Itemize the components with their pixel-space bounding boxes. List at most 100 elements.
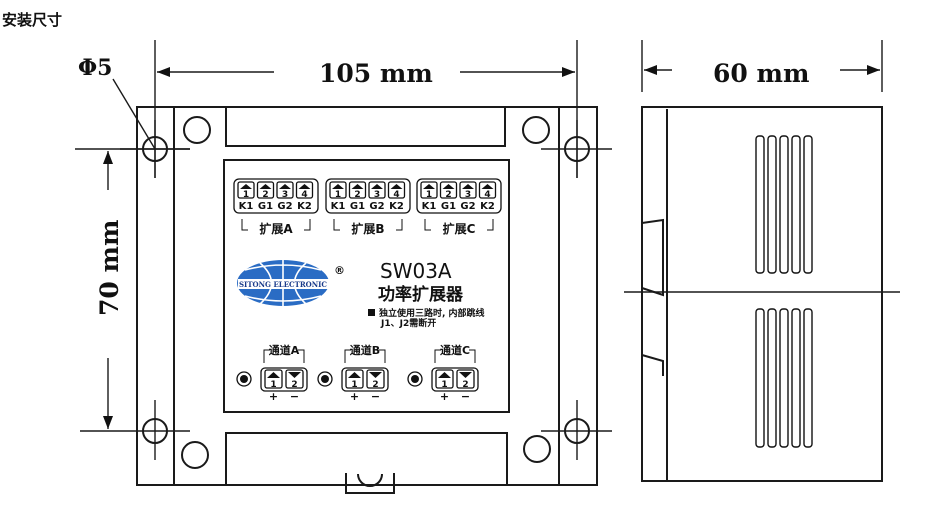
width-dimension: 105 mm xyxy=(319,59,433,88)
pin-name: K2 xyxy=(297,201,312,212)
din-clip-notch xyxy=(357,473,383,487)
vent-slot xyxy=(755,308,765,448)
screw-hole-icon xyxy=(181,441,209,469)
arrow-left-icon xyxy=(157,67,170,77)
terminal-pin xyxy=(387,181,406,199)
label-panel xyxy=(223,159,510,413)
terminal-pin xyxy=(435,369,454,389)
pin-number: 3 xyxy=(465,190,471,200)
side-view: 60 mm xyxy=(624,40,900,482)
terminal-group-label: 扩展A xyxy=(259,221,293,236)
depth-dimension: 60 mm xyxy=(713,59,809,88)
side-outline xyxy=(641,106,883,482)
terminal-pin xyxy=(366,369,385,389)
pin-number: 1 xyxy=(441,380,447,390)
terminal-pin xyxy=(276,181,294,199)
pin-name: G2 xyxy=(460,201,475,212)
arrow-down-icon xyxy=(103,416,113,429)
terminal-arrow-icon xyxy=(240,184,252,189)
pin-name: K1 xyxy=(422,201,437,212)
pin-number: 1 xyxy=(243,190,249,200)
note-bullet xyxy=(368,309,375,316)
terminal-pin xyxy=(295,181,314,199)
brand-logo: SITONG ELECTRONIC ® SW03A 功率扩展器 独立使用三路时,… xyxy=(237,259,485,329)
pin-number: 2 xyxy=(354,190,360,200)
vent-slot xyxy=(803,308,813,448)
housing-outline xyxy=(136,106,598,486)
polarity-mark: + xyxy=(440,390,449,403)
terminal-pin xyxy=(345,369,364,389)
pin-number: 3 xyxy=(374,190,380,200)
terminal-arrow-icon xyxy=(462,184,474,189)
terminal-arrow-icon xyxy=(371,184,383,189)
vent-slot xyxy=(767,308,777,448)
terminal-arrow-icon xyxy=(288,372,301,378)
terminal-arrow-icon xyxy=(423,184,435,189)
pin-number: 4 xyxy=(301,190,307,200)
terminal-arrow-icon xyxy=(259,184,272,189)
top-rail-recess xyxy=(225,108,506,147)
indicator-led-icon xyxy=(317,371,333,387)
terminal-arrow-icon xyxy=(390,184,403,189)
terminal-arrow-icon xyxy=(348,372,361,378)
pin-number: 1 xyxy=(270,380,276,390)
pin-number: 2 xyxy=(372,380,378,390)
terminal-pin xyxy=(285,369,304,389)
bottom-rail-recess xyxy=(225,432,508,484)
arrow-right-icon xyxy=(562,67,575,77)
arrow-up-icon xyxy=(103,151,113,164)
channel-label: 通道C xyxy=(440,343,470,357)
terminal-arrow-icon xyxy=(369,372,382,378)
indicator-led-icon xyxy=(236,371,252,387)
vent-slot xyxy=(779,135,789,274)
vent-slot xyxy=(767,135,777,274)
pin-number: 2 xyxy=(291,380,297,390)
leader-line xyxy=(112,78,156,150)
pin-number: 3 xyxy=(282,190,288,200)
registered-mark: ® xyxy=(334,264,345,277)
page-title: 安装尺寸 xyxy=(2,11,63,29)
terminal-arrow-icon xyxy=(459,372,472,378)
channel-label: 通道A xyxy=(269,343,300,357)
note-line-2: J1、J2需断开 xyxy=(380,317,436,329)
terminal-pin xyxy=(478,181,497,199)
pin-number: 1 xyxy=(335,190,341,200)
pin-name: K2 xyxy=(480,201,495,212)
indicator-led-icon xyxy=(407,371,423,387)
pin-number: 2 xyxy=(462,380,468,390)
terminal-pin xyxy=(348,181,367,199)
terminal-pin xyxy=(456,369,475,389)
screw-hole-icon xyxy=(523,435,551,463)
pin-number: 2 xyxy=(445,190,451,200)
pin-name: G1 xyxy=(350,201,365,212)
terminal-arrow-icon xyxy=(442,184,455,189)
product-name: 功率扩展器 xyxy=(378,284,464,305)
model-name: SW03A xyxy=(380,259,452,283)
pin-number: 1 xyxy=(426,190,432,200)
polarity-mark: − xyxy=(290,390,299,403)
polarity-mark: − xyxy=(371,390,380,403)
front-view xyxy=(80,106,612,494)
terminal-pin xyxy=(420,181,438,199)
vent-slot xyxy=(791,308,801,448)
pin-name: K2 xyxy=(389,201,404,212)
terminal-arrow-icon xyxy=(438,372,451,378)
dimension-lines: 105 mm 70 mm Φ5 xyxy=(75,40,578,429)
vent-slots xyxy=(755,135,813,448)
hole-diameter-label: Φ5 xyxy=(78,55,112,81)
height-dimension: 70 mm xyxy=(95,220,124,316)
terminal-pin xyxy=(237,181,255,199)
mounting-hole-br xyxy=(541,400,612,460)
terminal-arrow-icon xyxy=(332,184,344,189)
arrow-left-icon xyxy=(644,65,657,75)
terminal-pin xyxy=(329,181,347,199)
pin-number: 4 xyxy=(484,190,490,200)
pin-number: 1 xyxy=(351,380,357,390)
terminal-pin xyxy=(368,181,386,199)
note-line-1: 独立使用三路时, 内部跳线 xyxy=(378,307,485,319)
